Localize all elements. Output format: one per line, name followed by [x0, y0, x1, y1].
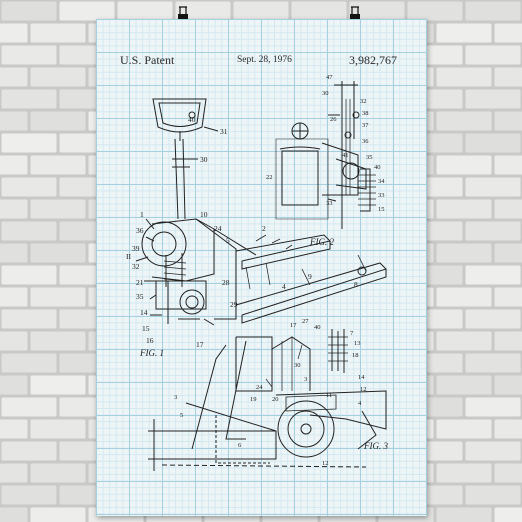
- svg-text:40: 40: [374, 164, 381, 171]
- svg-text:32: 32: [360, 98, 367, 105]
- svg-text:20: 20: [272, 396, 279, 403]
- svg-text:31: 31: [220, 127, 228, 136]
- svg-text:40: 40: [188, 115, 196, 124]
- svg-text:13: 13: [354, 340, 361, 347]
- svg-text:II: II: [126, 252, 131, 261]
- svg-text:5: 5: [180, 412, 183, 419]
- fig3-label: FIG. 3: [363, 441, 388, 451]
- left-binder-clip: [178, 6, 188, 23]
- svg-text:35: 35: [136, 292, 144, 301]
- svg-text:36: 36: [362, 138, 369, 145]
- svg-text:19: 19: [250, 396, 257, 403]
- svg-text:32: 32: [132, 262, 140, 271]
- svg-text:33: 33: [378, 192, 385, 199]
- svg-text:1: 1: [140, 210, 144, 219]
- svg-text:22: 22: [266, 174, 273, 181]
- svg-text:37: 37: [362, 122, 369, 129]
- svg-text:17: 17: [196, 340, 204, 349]
- svg-text:5: 5: [226, 236, 230, 245]
- svg-text:3: 3: [174, 394, 177, 401]
- fig1-drawing: [135, 98, 387, 326]
- svg-text:18: 18: [352, 352, 359, 359]
- svg-text:35: 35: [366, 154, 373, 161]
- svg-text:11: 11: [326, 392, 332, 399]
- svg-text:10: 10: [200, 210, 208, 219]
- fig2-label: FIG. 2: [309, 237, 334, 247]
- patent-header-left: U.S. Patent: [120, 53, 175, 67]
- svg-text:9: 9: [308, 272, 312, 281]
- svg-text:29: 29: [230, 300, 238, 309]
- svg-text:6: 6: [238, 442, 242, 449]
- svg-text:24: 24: [256, 384, 263, 391]
- svg-text:36: 36: [136, 226, 144, 235]
- fig2-drawing: [275, 81, 376, 229]
- svg-text:38: 38: [362, 110, 369, 117]
- svg-text:3: 3: [304, 376, 307, 383]
- fig3-drawing: [148, 329, 387, 471]
- svg-text:12: 12: [322, 460, 329, 467]
- svg-text:2: 2: [262, 224, 266, 233]
- svg-text:24: 24: [214, 224, 222, 233]
- svg-text:21: 21: [136, 278, 144, 287]
- patent-number: 3,982,767: [349, 53, 397, 67]
- svg-text:39: 39: [132, 244, 140, 253]
- svg-text:47: 47: [326, 74, 333, 81]
- svg-text:16: 16: [146, 336, 154, 345]
- svg-text:15: 15: [142, 324, 150, 333]
- svg-text:28: 28: [222, 278, 230, 287]
- svg-text:4: 4: [282, 282, 286, 291]
- svg-text:30: 30: [322, 90, 329, 97]
- svg-text:14: 14: [140, 308, 148, 317]
- svg-text:15: 15: [378, 206, 385, 213]
- svg-text:17: 17: [290, 322, 297, 329]
- svg-text:12: 12: [360, 386, 367, 393]
- svg-text:7: 7: [350, 330, 354, 337]
- svg-text:33: 33: [326, 200, 333, 207]
- patent-date: Sept. 28, 1976: [237, 55, 292, 65]
- svg-text:14: 14: [358, 374, 365, 381]
- svg-text:41: 41: [342, 152, 349, 159]
- svg-text:8: 8: [354, 280, 358, 289]
- svg-text:34: 34: [378, 178, 385, 185]
- patent-poster: U.S. Patent Sept. 28, 1976 3,982,767: [96, 19, 427, 516]
- svg-text:40: 40: [314, 324, 321, 331]
- fig1-label: FIG. 1: [139, 348, 164, 358]
- fig1-reference-numerals: 31 30 40 1 36 39 II 32 21 35 14 15 16 10…: [126, 115, 358, 349]
- right-binder-clip: [350, 6, 360, 23]
- fig2-reference-numerals: 47 30 32 38 37 36 35 40 34 33 15 22 26 3…: [266, 74, 385, 213]
- pallet-jack-drawing: 31 30 40 1 36 39 II 32 21 35 14 15 16 10…: [126, 74, 388, 471]
- svg-text:27: 27: [302, 318, 309, 325]
- fig3-reference-numerals: 17 27 40 7 13 18 14 12 30 3 24 19 20 11 …: [174, 318, 367, 467]
- svg-text:26: 26: [330, 116, 337, 123]
- svg-text:30: 30: [294, 362, 301, 369]
- svg-text:4: 4: [358, 400, 362, 407]
- svg-text:30: 30: [200, 155, 208, 164]
